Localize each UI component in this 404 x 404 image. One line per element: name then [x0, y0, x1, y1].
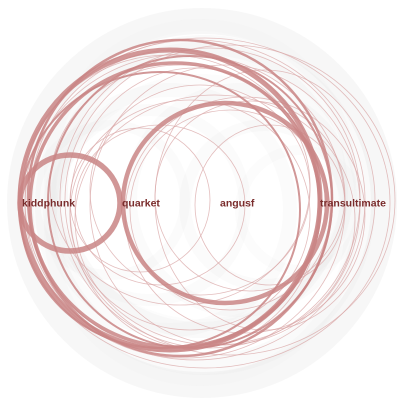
node-label-angusf[interactable]: angusf — [220, 198, 255, 210]
thick-arc-1 — [120, 100, 330, 306]
thick-arc-6 — [47, 55, 333, 349]
haze-ring-3 — [43, 83, 297, 337]
haze-ring-4 — [123, 83, 357, 317]
node-label-transultimate[interactable]: transultimate — [320, 198, 386, 210]
thin-arc-17 — [64, 44, 396, 356]
thin-arc-14 — [49, 64, 311, 306]
node-label-quarket[interactable]: quarket — [122, 198, 160, 210]
thick-arc-5 — [19, 71, 301, 349]
haze-ring-7 — [30, 120, 190, 280]
node-label-layer: kiddphunk quarket angusf transultimate — [22, 198, 386, 210]
thin-arc-8 — [129, 109, 331, 311]
thick-arc-layer — [17, 38, 334, 358]
node-label-kiddphunk[interactable]: kiddphunk — [22, 198, 75, 210]
